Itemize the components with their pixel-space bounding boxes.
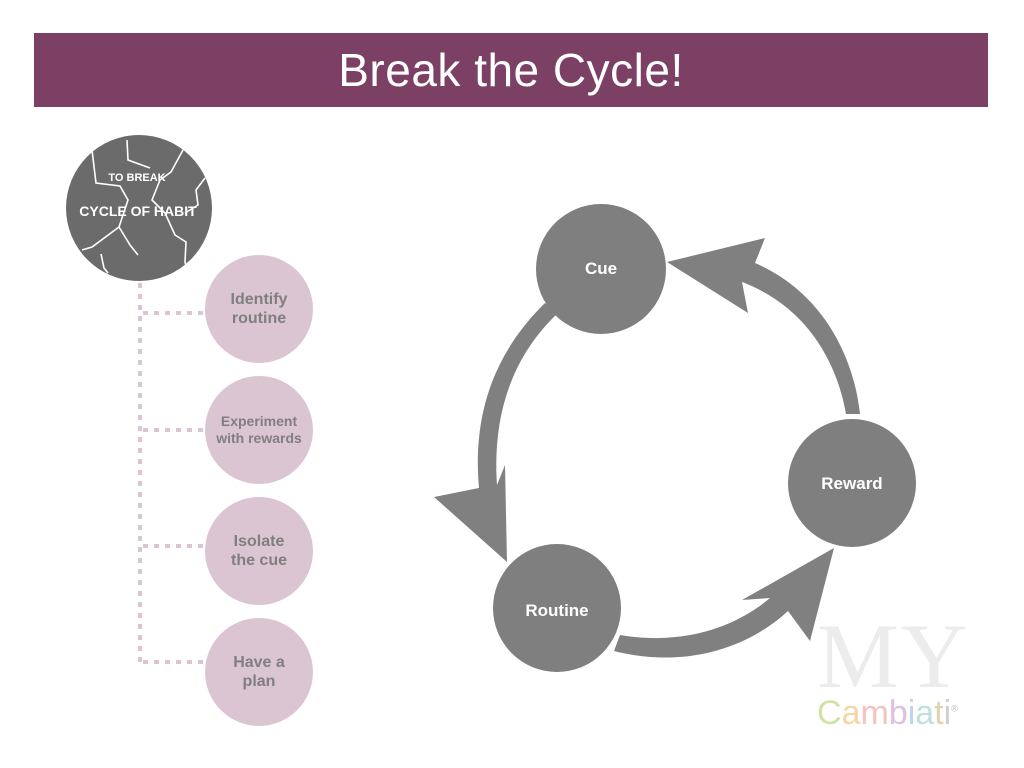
step-connectors (138, 283, 206, 664)
logo-letter: a (841, 694, 861, 732)
logo-registered-mark: ® (951, 703, 958, 714)
arrow-cue-to-routine (434, 303, 557, 562)
logo-letter: t (934, 694, 944, 732)
step-label: Have a plan (233, 653, 285, 690)
node-cue (536, 204, 666, 334)
title-bar: Break the Cycle! (34, 33, 988, 107)
logo-letter: b (888, 694, 908, 732)
node-routine-label: Routine (525, 601, 588, 620)
step-identify-routine: Identify routine (205, 255, 313, 363)
seal-top-text: TO BREAK (108, 172, 165, 184)
logo-my-text: MY (817, 605, 970, 707)
logo-letter: m (860, 694, 889, 732)
logo-letter: C (817, 694, 842, 732)
step-label: Isolate the cue (230, 532, 287, 569)
arrow-reward-to-cue (667, 238, 860, 414)
node-cue-label: Cue (585, 259, 617, 278)
step-label: Experiment with rewards (216, 413, 302, 446)
node-routine (493, 544, 621, 672)
step-have-plan: Have a plan (205, 618, 313, 726)
logo-letter: a (915, 694, 935, 732)
cycle-of-habit-seal: TO BREAK CYCLE OF HABIT (66, 135, 212, 281)
arrow-routine-to-reward (614, 548, 834, 658)
crack-lines (81, 139, 206, 274)
step-label: Identify routine (230, 290, 288, 327)
logo-letter: i (907, 694, 916, 732)
step-isolate-cue: Isolate the cue (205, 497, 313, 605)
step-experiment-rewards: Experiment with rewards (205, 376, 313, 484)
page-title: Break the Cycle! (338, 44, 684, 96)
seal-circle (66, 135, 212, 281)
cycle-nodes: Cue Routine Reward (493, 204, 916, 672)
cycle-arrows (434, 238, 860, 658)
my-cambiati-logo: MY Cambiati® (815, 610, 990, 740)
logo-cambiati-text: Cambiati® (817, 696, 958, 730)
node-reward (788, 419, 916, 547)
node-reward-label: Reward (821, 474, 882, 493)
seal-main-text: CYCLE OF HABIT (79, 203, 197, 219)
logo-letter: i (943, 694, 952, 732)
